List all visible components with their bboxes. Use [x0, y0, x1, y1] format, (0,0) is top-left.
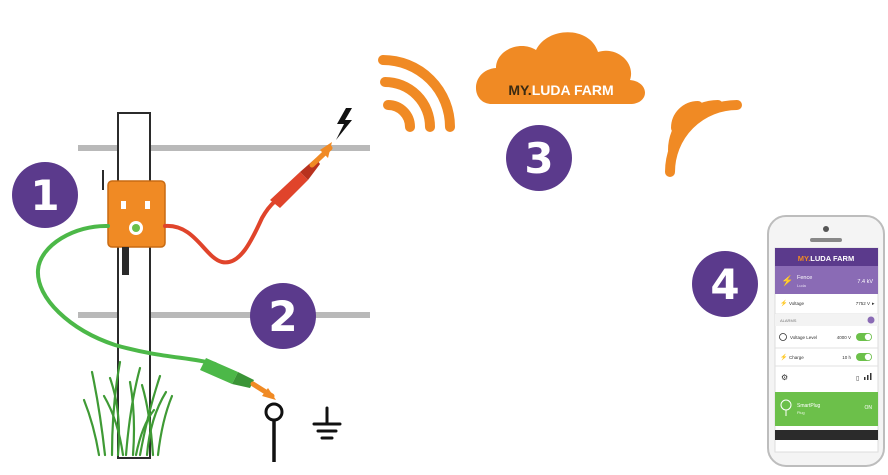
- step-number-4: 4: [710, 260, 739, 309]
- phone-smartplug-subtitle: Plug: [797, 411, 805, 415]
- step-badge-3: 3: [506, 125, 572, 191]
- wifi-signal-icon: [378, 55, 455, 132]
- green-crocodile-clip: [200, 358, 254, 388]
- phone-voltage-level-label: Voltage Level: [790, 335, 817, 340]
- phone-smartplug-title: SmartPlug: [797, 403, 821, 409]
- step-number-1: 1: [30, 171, 59, 220]
- charge-icon: ⚡: [780, 353, 787, 361]
- phone-device-value: 7.4 kV: [857, 279, 873, 285]
- green-cable: [35, 223, 217, 366]
- lightning-bolt-icon: [336, 108, 352, 140]
- gear-icon[interactable]: ⚙: [781, 373, 788, 382]
- voltage-level-icon: [779, 333, 787, 341]
- add-alarm-button[interactable]: [867, 316, 875, 324]
- step-badge-1: 1: [12, 162, 78, 228]
- charge-toggle[interactable]: [856, 353, 872, 361]
- voltage-icon: ⚡: [780, 299, 787, 307]
- fence-icon: ⚡: [781, 274, 793, 287]
- phone-device-title: Fence: [797, 275, 812, 281]
- smartphone: MY.LUDA FARM ⚡ Fence Luda 7.4 kV ⚡ Volta…: [767, 215, 885, 467]
- ground-rod: [264, 402, 284, 462]
- fence-post: [117, 112, 151, 459]
- phone-voltage-label: Voltage: [789, 301, 805, 306]
- step-number-3: 3: [524, 134, 553, 183]
- wifi-signal-icon-right: [665, 100, 742, 177]
- phone-voltage-value: 7752 V: [856, 301, 870, 306]
- voltage-level-toggle[interactable]: [856, 333, 872, 341]
- step-number-2: 2: [268, 292, 297, 341]
- fence-energizer-device: [102, 170, 166, 275]
- step-badge-2: 2: [250, 283, 316, 349]
- cloud-brand-label: MY.LUDA FARM: [508, 82, 613, 98]
- phone-charge-value: 10 h: [842, 355, 851, 360]
- phone-alarms-label: ALARMS: [780, 318, 797, 323]
- signal-bars-icon: [864, 373, 872, 380]
- phone-charge-label: Charge: [789, 355, 804, 360]
- ground-symbol-icon: [312, 406, 342, 440]
- phone-device-subtitle: Luda: [797, 283, 807, 288]
- phone-voltage-level-value: 4000 V: [837, 335, 851, 340]
- grass-icon: [82, 360, 174, 457]
- step-badge-4: 4: [692, 251, 758, 317]
- phone-smartplug-state[interactable]: ON: [865, 405, 873, 411]
- cloud-icon: MY.LUDA FARM: [475, 32, 645, 104]
- chevron-right-icon[interactable]: ▸: [872, 301, 875, 307]
- battery-icon: ▯: [856, 376, 859, 382]
- phone-app-title: MY.LUDA FARM: [798, 254, 854, 263]
